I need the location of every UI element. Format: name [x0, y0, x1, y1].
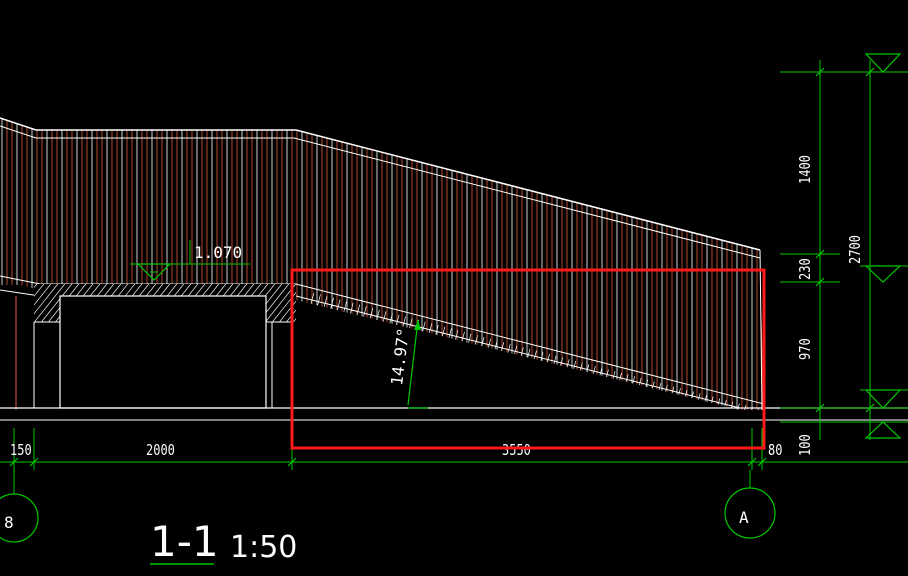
beam-hatch-stripe	[34, 284, 55, 322]
section-title: 1-1	[150, 517, 219, 566]
selection-box[interactable]	[290, 268, 766, 450]
dim-970: 970	[797, 338, 815, 360]
grid-label-8: 8	[4, 513, 14, 532]
slab-hatch-stripe	[713, 288, 755, 410]
beam-hatch-stripe	[34, 284, 48, 322]
angle-annotation	[407, 319, 428, 409]
slab-hatch-stripe	[699, 288, 741, 410]
beam-hatch-stripe	[34, 284, 62, 322]
dim-80: 80	[768, 442, 782, 460]
handrail-inner-line	[0, 125, 761, 259]
elevation-label: 1.070	[194, 243, 242, 262]
opening-box	[59, 295, 267, 409]
dim-1400: 1400	[797, 155, 815, 184]
slab-hatch-stripe	[748, 288, 764, 410]
right-dimension-lines	[780, 53, 908, 440]
grid-bubble-8	[0, 493, 39, 543]
dim-100: 100	[797, 434, 815, 456]
dim-150: 150	[10, 442, 32, 460]
elevation-marker	[130, 240, 250, 281]
handrail-top-line	[0, 117, 761, 251]
dim-2700: 2700	[847, 235, 865, 264]
dim-3550: 3550	[502, 442, 531, 460]
dim-230: 230	[797, 258, 815, 280]
slab-hatch-stripe	[734, 288, 764, 410]
railing-end-post	[759, 249, 763, 411]
grid-bubble-a	[724, 487, 776, 539]
dim-2000: 2000	[146, 442, 175, 460]
grid-label-a: A	[739, 508, 749, 527]
beam-hatch-stripe	[286, 284, 296, 322]
scale-label: 1:50	[230, 530, 297, 565]
